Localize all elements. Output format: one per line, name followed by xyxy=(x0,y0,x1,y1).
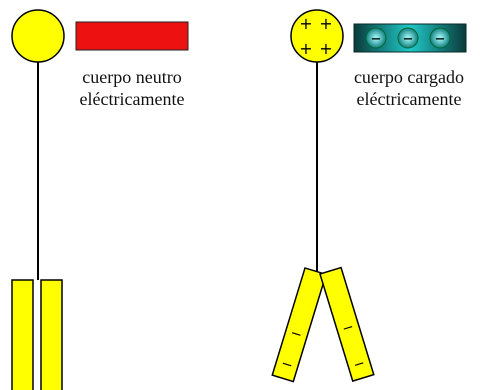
right-leaf-right: − − xyxy=(319,266,375,383)
neutral-body-caption: cuerpo neutro eléctricamente xyxy=(62,66,202,110)
ball-charges: + + + + xyxy=(299,14,332,58)
charged-electroscope: + + + + − − − − xyxy=(271,9,375,383)
leaf-charge-4: − xyxy=(351,355,367,374)
ball-charge-3: + xyxy=(299,39,312,58)
left-leaf-left xyxy=(11,279,34,390)
left-leaf-right xyxy=(40,279,63,390)
right-ball xyxy=(290,9,344,63)
leaf-charge-1: − xyxy=(288,325,304,344)
neutral-electroscope xyxy=(11,9,65,390)
right-leaf-left: − − xyxy=(271,267,327,383)
neutral-rod xyxy=(75,21,189,51)
rod-charge-group: − − − xyxy=(365,27,451,49)
rod-charge-1: − xyxy=(371,32,382,47)
rod-charge-2: − xyxy=(403,32,414,47)
rod-charge-circle-2 xyxy=(397,27,419,49)
leaf-charge-2: − xyxy=(279,356,295,375)
leaf-charge-3: − xyxy=(340,319,356,338)
charged-rod: − − − xyxy=(353,23,467,53)
charged-body-caption: cuerpo cargado eléctricamente xyxy=(334,66,480,110)
rod-charge-circle-3 xyxy=(429,27,451,49)
neutral-caption-line-2: eléctricamente xyxy=(79,89,185,109)
rod-charge-3: − xyxy=(435,32,446,47)
left-ball xyxy=(11,9,65,63)
ball-charge-4: + xyxy=(319,39,332,58)
neutral-caption-line-1: cuerpo neutro xyxy=(82,67,182,87)
ball-charge-2: + xyxy=(319,14,332,33)
charged-caption-line-1: cuerpo cargado xyxy=(353,67,465,87)
ball-charge-1: + xyxy=(299,14,312,33)
charged-caption-line-2: eléctricamente xyxy=(356,89,462,109)
rod-charge-circle-1 xyxy=(365,27,387,49)
